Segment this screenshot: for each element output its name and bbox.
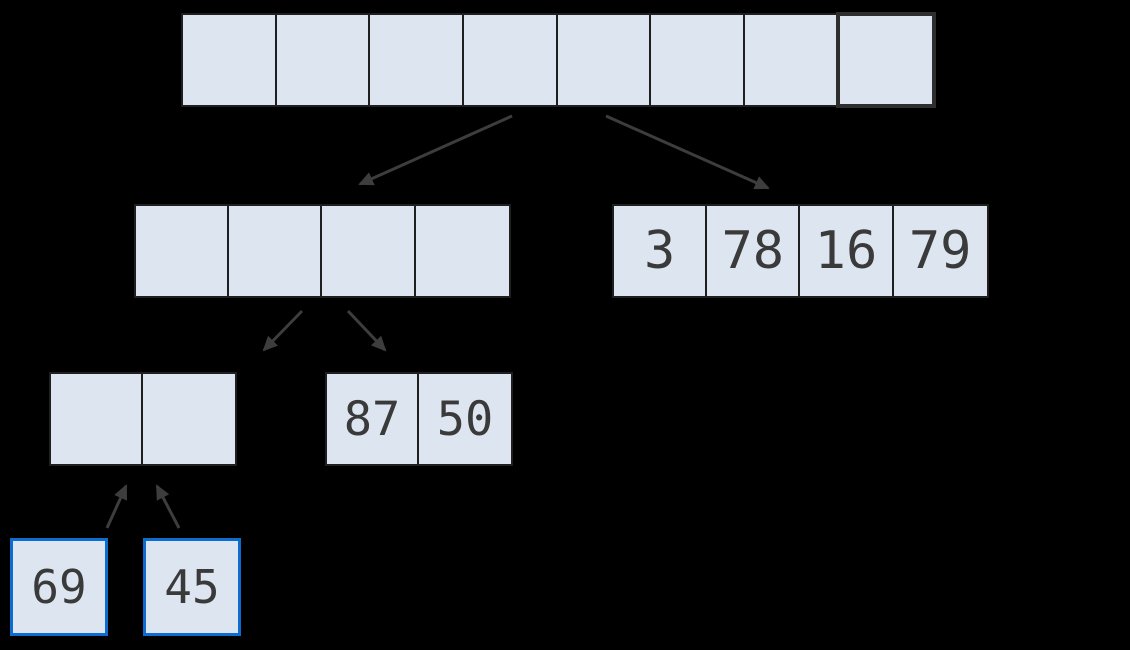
array-cell <box>136 206 230 296</box>
array-cell <box>464 15 558 105</box>
array-cell <box>229 206 323 296</box>
arrow-leaf-45-to-left-quarter <box>155 484 181 529</box>
array-left-half <box>134 204 511 298</box>
array-cell <box>143 374 235 464</box>
array-right-quarter: 87 50 <box>325 372 513 466</box>
array-cell: 78 <box>707 206 801 296</box>
array-cell <box>557 15 652 105</box>
array-cell: 50 <box>419 374 511 464</box>
array-cell <box>415 206 509 296</box>
array-cell: 3 <box>614 206 708 296</box>
array-left-quarter <box>49 372 237 466</box>
array-cell <box>322 206 416 296</box>
arrow-left-half-to-right-quarter <box>346 309 387 352</box>
array-root <box>181 13 935 107</box>
arrow-root-to-left-half <box>358 114 513 186</box>
array-cell <box>51 374 143 464</box>
array-right-half: 3 78 16 79 <box>612 204 989 298</box>
array-cell <box>745 15 839 105</box>
leaf-box-45: 45 <box>143 538 241 636</box>
array-cell <box>276 15 371 105</box>
arrow-root-to-right-half <box>605 114 770 190</box>
array-cell: 16 <box>800 206 894 296</box>
arrow-left-half-to-left-quarter <box>262 309 304 352</box>
array-cell-highlighted <box>838 15 933 105</box>
array-cell <box>370 15 465 105</box>
array-cell <box>183 15 277 105</box>
array-cell: 87 <box>327 374 419 464</box>
array-cell: 79 <box>893 206 987 296</box>
array-cell <box>651 15 746 105</box>
leaf-box-69: 69 <box>10 538 108 636</box>
arrow-leaf-69-to-left-quarter <box>105 484 128 529</box>
